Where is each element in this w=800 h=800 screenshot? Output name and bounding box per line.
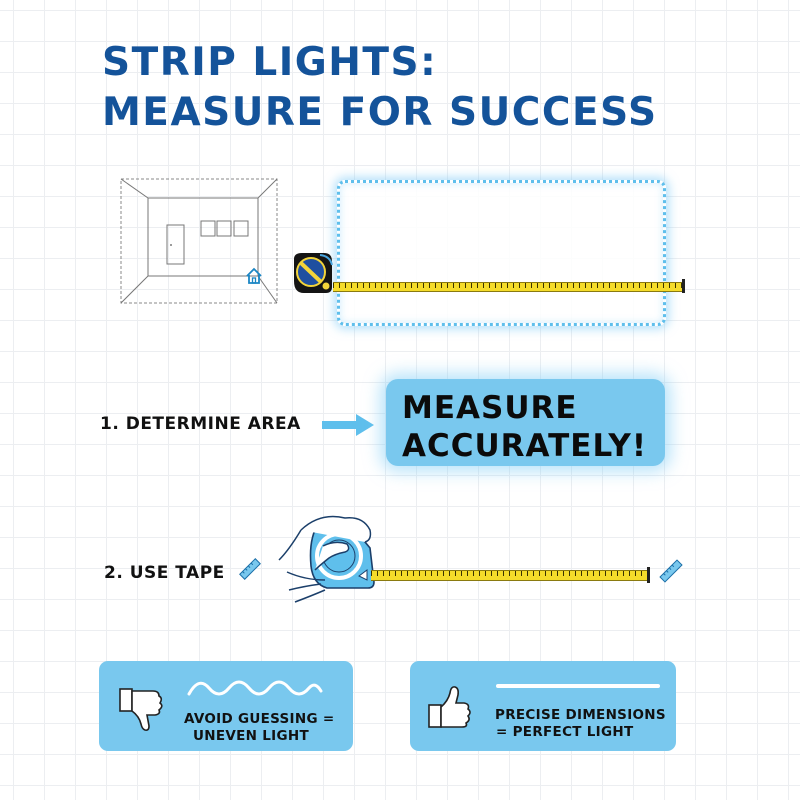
ruler-icon	[238, 557, 262, 581]
card-1-text: AVOID GUESSING = UNEVEN LIGHT	[184, 711, 334, 745]
tape-end-hook	[682, 279, 685, 293]
step-2-label: 2. USE TAPE	[104, 563, 225, 583]
callout-line-1: MEASURE	[402, 390, 578, 426]
thumbs-up-icon	[428, 683, 474, 731]
callout-line-2: ACCURATELY!	[402, 428, 647, 464]
straight-line-graphic	[496, 684, 660, 688]
ruler-icon-end	[658, 558, 684, 584]
house-icon	[246, 267, 262, 284]
arrow-right-icon	[322, 414, 374, 436]
tape-ruler-top	[333, 282, 683, 292]
tape-measure-icon	[290, 251, 338, 295]
card-2-line-2: = PERFECT LIGHT	[496, 724, 634, 740]
avoid-guessing-card: AVOID GUESSING = UNEVEN LIGHT	[99, 661, 353, 751]
tape-end-hook	[647, 567, 650, 583]
title-line-1: STRIP LIGHTS:	[102, 40, 438, 85]
wavy-line-graphic	[187, 677, 323, 699]
precise-dimensions-card: PRECISE DIMENSIONS = PERFECT LIGHT	[410, 661, 676, 751]
hand-holding-tape-icon	[275, 510, 380, 610]
card-1-line-1: AVOID GUESSING =	[184, 711, 335, 727]
card-2-line-1: PRECISE DIMENSIONS	[495, 707, 666, 723]
card-2-text: PRECISE DIMENSIONS = PERFECT LIGHT	[495, 707, 666, 741]
measure-accurately-callout: MEASURE ACCURATELY!	[386, 379, 665, 466]
card-1-line-2: UNEVEN LIGHT	[193, 728, 309, 744]
title-line-2: MEASURE FOR SUCCESS	[102, 90, 658, 135]
page-title: STRIP LIGHTS: MEASURE FOR SUCCESS	[102, 38, 658, 138]
step-1-label: 1. DETERMINE AREA	[100, 414, 301, 434]
glowing-area-outline	[337, 180, 666, 326]
room-outline-icon	[120, 178, 278, 304]
tape-ruler-bottom	[371, 570, 649, 581]
thumbs-down-icon	[119, 686, 165, 732]
